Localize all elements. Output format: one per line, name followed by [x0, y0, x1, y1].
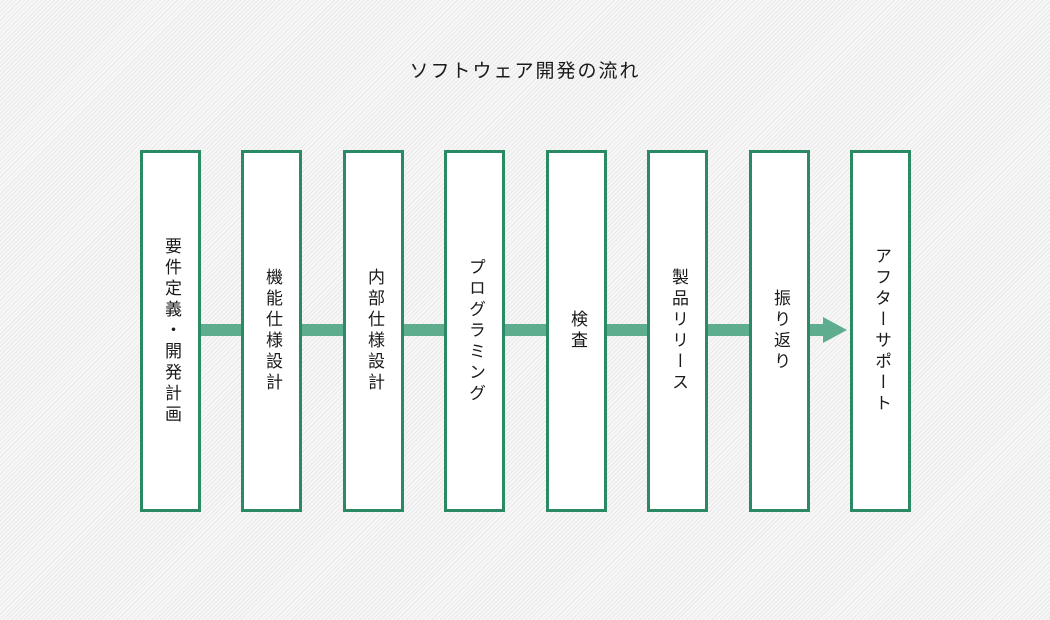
step-release: 製品リリース: [647, 150, 708, 512]
step-label: 要件定義・開発計画: [161, 236, 181, 426]
step-internal-design: 内部仕様設計: [343, 150, 404, 512]
step-functional-design: 機能仕様設計: [241, 150, 302, 512]
step-label: 内部仕様設計: [364, 268, 384, 394]
step-after-support: アフターサポート: [850, 150, 911, 512]
step-inspection: 検査: [546, 150, 607, 512]
step-retrospective: 振り返り: [749, 150, 810, 512]
step-label: 検査: [567, 310, 587, 352]
step-label: プログラミング: [465, 257, 485, 405]
diagram-title: ソフトウェア開発の流れ: [409, 60, 641, 82]
step-label: 振り返り: [770, 289, 790, 373]
step-label: アフターサポート: [871, 247, 891, 415]
step-programming: プログラミング: [444, 150, 505, 512]
step-label: 機能仕様設計: [262, 268, 282, 394]
step-label: 製品リリース: [668, 268, 688, 394]
arrow-right-icon: [823, 317, 847, 343]
step-requirements: 要件定義・開発計画: [140, 150, 201, 512]
